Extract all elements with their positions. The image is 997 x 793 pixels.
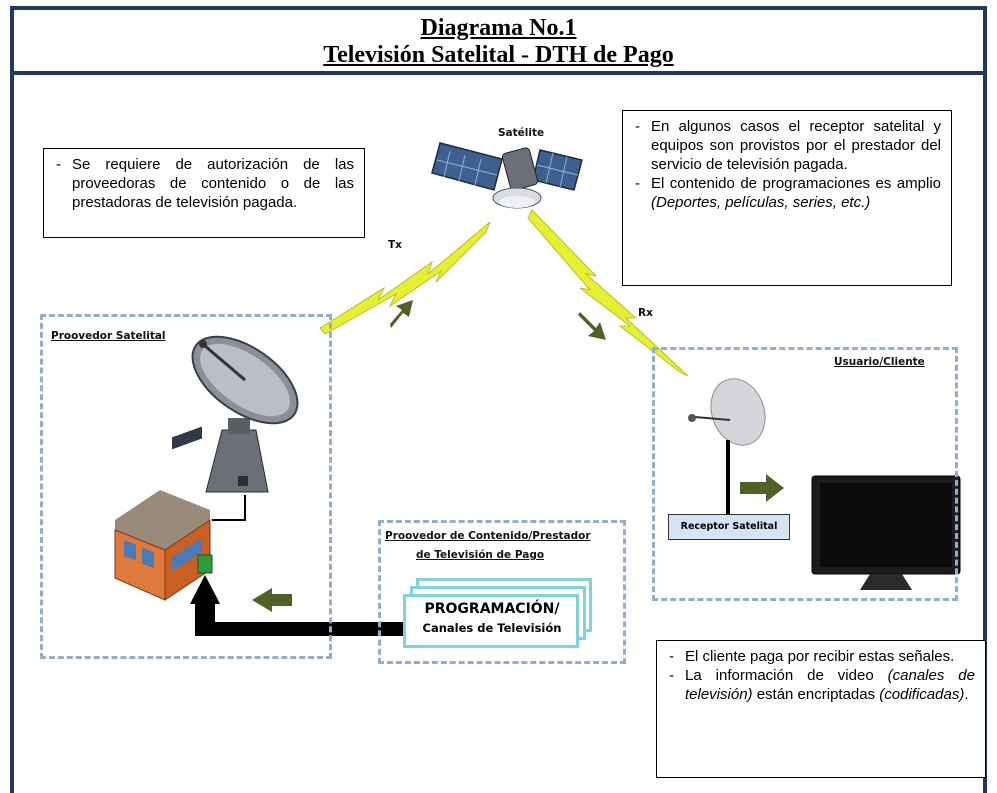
programming-card-front	[403, 594, 579, 648]
building-icon	[114, 426, 213, 601]
equipment-note-item2: El contenido de programaciones es amplio…	[633, 174, 941, 212]
diagram-subtitle: Televisión Satelital - DTH de Pago	[323, 42, 674, 68]
uplink-arrow-icon	[390, 300, 413, 328]
satellite-receiver-box: Receptor Satelital	[668, 514, 790, 540]
programming-text: PROGRAMACIÓN/ Canales de Televisión	[404, 601, 580, 635]
content-zone-label-line1: Proovedor de Contenido/Prestador	[385, 530, 591, 542]
programming-line2: Canales de Televisión	[422, 621, 562, 635]
payment-note: El cliente paga por recibir estas señale…	[656, 640, 986, 778]
programming-feed-arrow	[190, 575, 410, 636]
provider-zone-label: Proovedor Satelital	[51, 330, 166, 342]
downlink-signal-icon	[527, 209, 689, 377]
title-box: Diagrama No.1 Televisión Satelital - DTH…	[10, 6, 987, 75]
dish-antenna-icon	[191, 335, 299, 493]
payment-note-item2: La información de video (canales de tele…	[667, 666, 975, 704]
satellite-label: Satélite	[498, 127, 545, 139]
television-icon	[811, 475, 961, 590]
satellite-icon	[431, 142, 583, 209]
client-zone	[652, 347, 958, 601]
rx-label: Rx	[638, 307, 653, 319]
to-provider-arrow-icon	[252, 588, 292, 612]
programming-line1: PROGRAMACIÓN/	[424, 601, 560, 617]
tx-label: Tx	[388, 239, 402, 251]
content-provider-zone	[378, 520, 626, 664]
content-zone-label-line2: de Televisión de Pago	[416, 549, 545, 561]
equipment-note-item1: En algunos casos el receptor satelital y…	[633, 117, 941, 174]
authorization-note-item: Se requiere de autorización de las prove…	[54, 155, 354, 212]
uplink-signal-icon	[319, 221, 491, 335]
client-zone-label: Usuario/Cliente	[834, 356, 925, 368]
client-dish-icon	[688, 378, 766, 514]
diagram-frame	[10, 6, 987, 793]
payment-note-item1: El cliente paga por recibir estas señale…	[667, 647, 975, 666]
equipment-note: En algunos casos el receptor satelital y…	[622, 110, 952, 286]
diagram-title: Diagrama No.1	[420, 15, 577, 41]
authorization-note: Se requiere de autorización de las prove…	[43, 148, 365, 238]
provider-zone	[40, 314, 332, 659]
downlink-arrow-icon	[578, 312, 606, 340]
to-tv-arrow-icon	[740, 474, 784, 502]
